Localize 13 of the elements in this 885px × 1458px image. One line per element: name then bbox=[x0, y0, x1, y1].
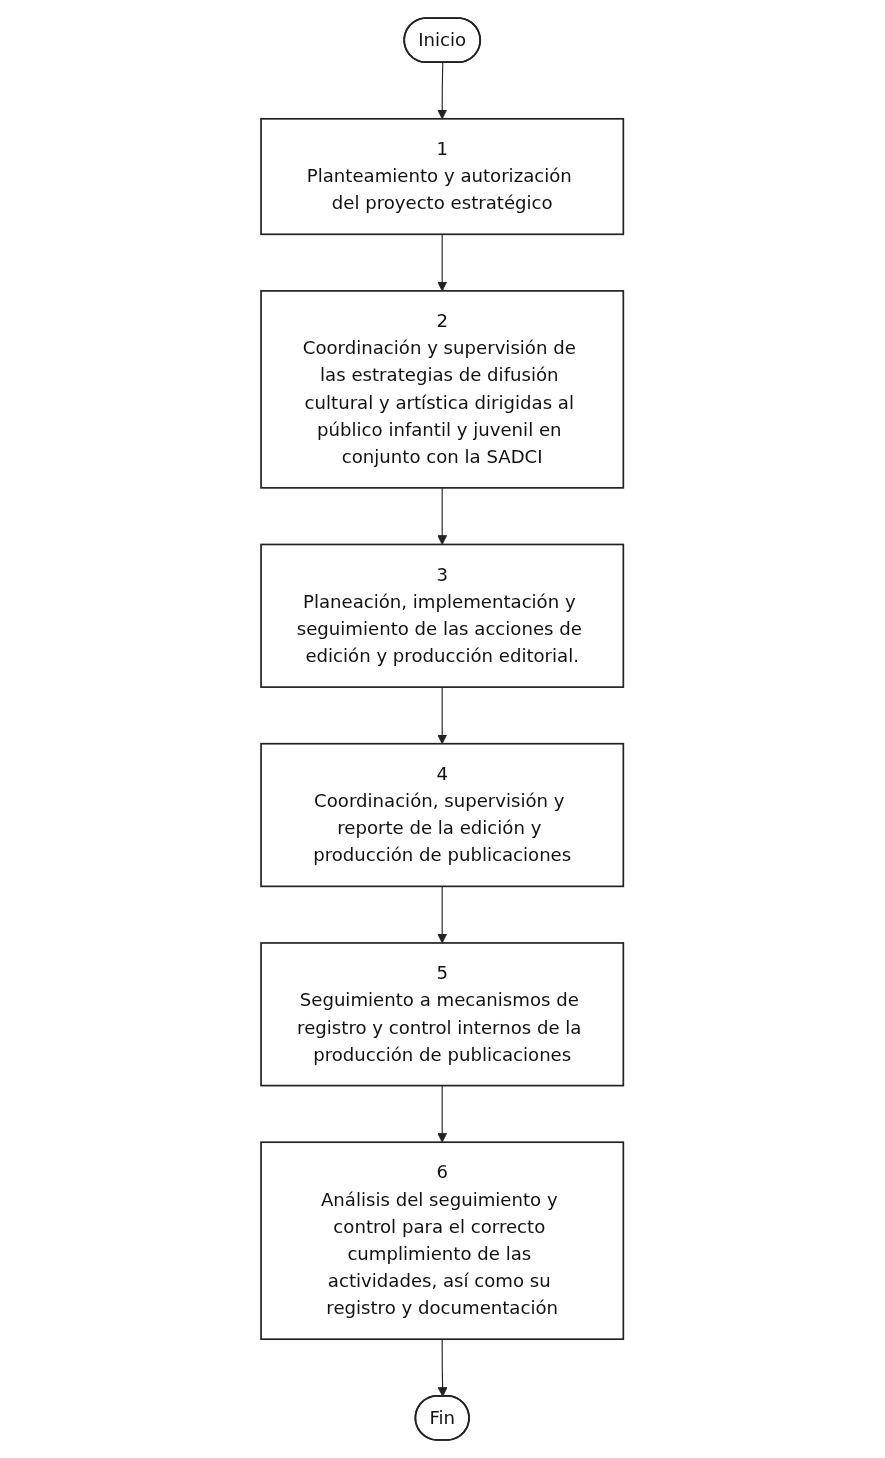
arrow bbox=[437, 62, 448, 120]
arrow bbox=[437, 487, 448, 545]
node-box: 2 Coordinación y supervisión de las estrategias de difusión cultural y artística dirigidas al público infantil y juvenil en conjunto con la SADCI bbox=[260, 290, 625, 489]
arrow bbox=[437, 885, 448, 944]
arrow bbox=[437, 233, 448, 292]
arrow bbox=[437, 1085, 448, 1143]
node-box: 4 Coordinación, supervisión y reporte de la edición y producción de publicaciones bbox=[260, 742, 625, 888]
node-box: 1 Planteamiento y autorización del proyecto estratégico bbox=[260, 117, 625, 236]
node-box: 3 Planeación, implementación y seguimiento de las acciones de edición y producción editorial. bbox=[260, 543, 625, 688]
node-box: 6 Análisis del seguimiento y control para el correcto cumplimiento de las actividades, así como su registro y documentación bbox=[260, 1141, 625, 1341]
arrow bbox=[437, 1338, 448, 1397]
node-box: 5 Seguimiento a mecanismos de registro y control internos de la producción de publicaciones bbox=[260, 942, 625, 1087]
arrow bbox=[437, 686, 448, 745]
